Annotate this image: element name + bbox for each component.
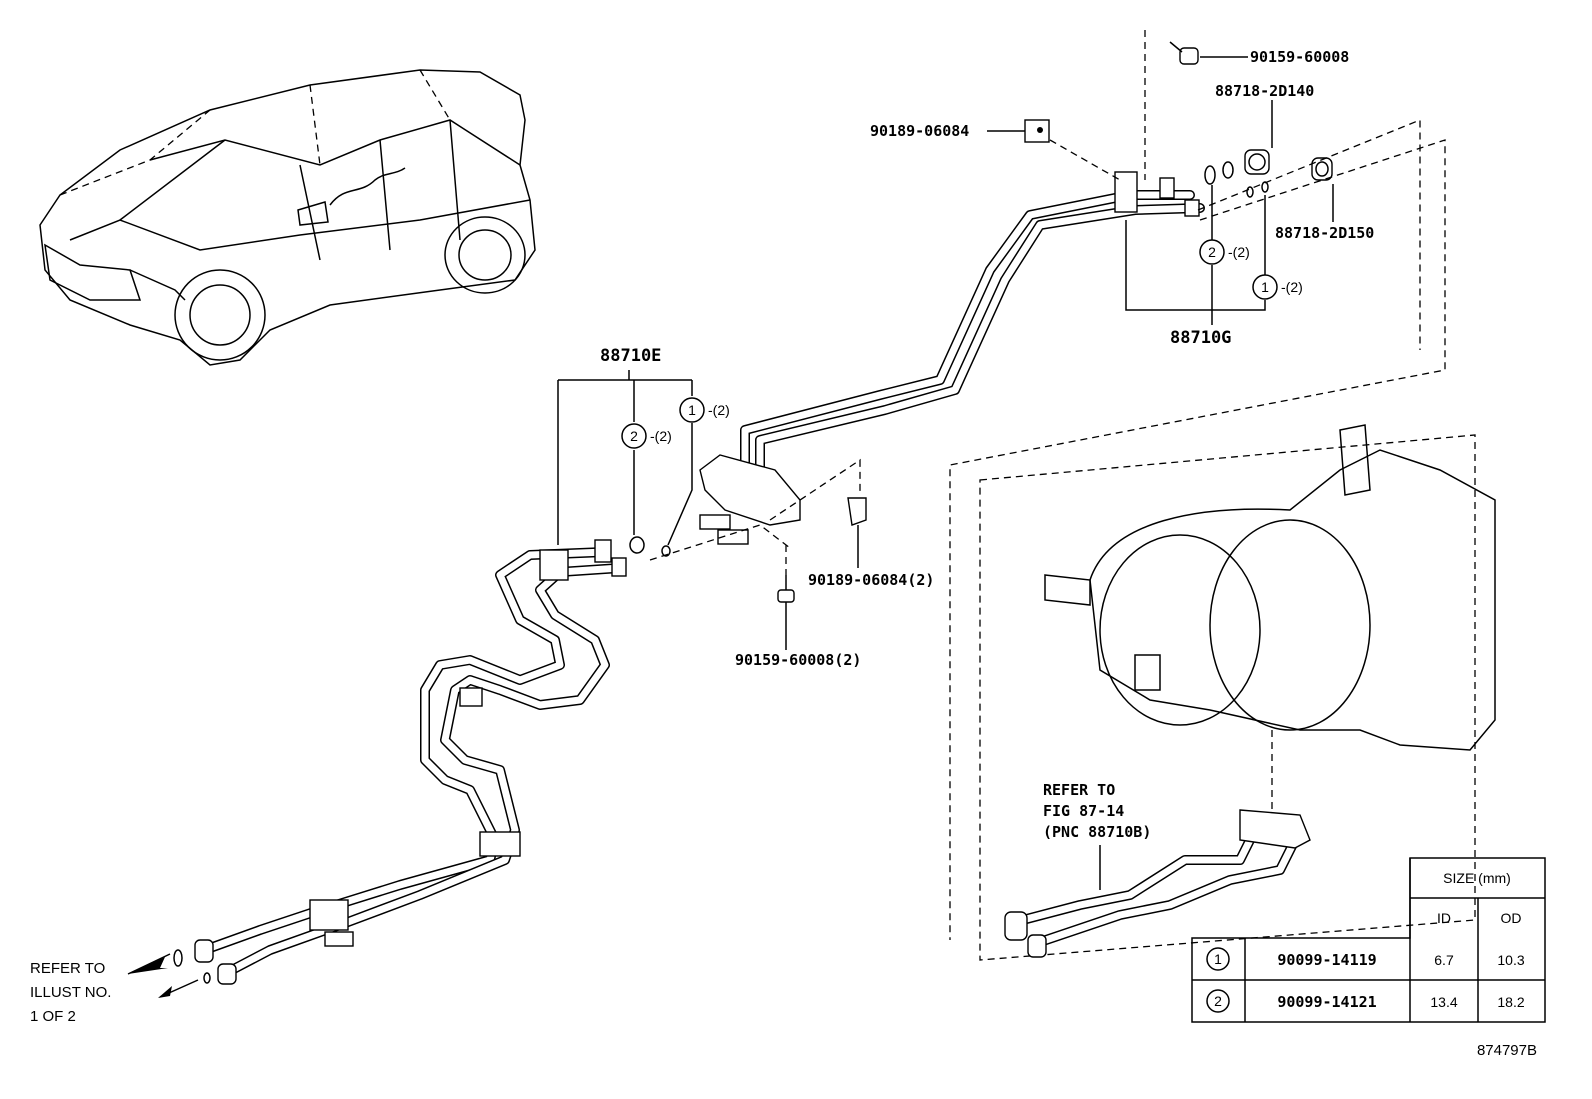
- size-table: SIZE (mm) ID OD 1 90099-14119 6.7 10.3 2…: [1191, 857, 1546, 1023]
- refer-illust-line2: ILLUST NO.: [30, 984, 111, 1001]
- nut-90189-06084-mid-illustration: [847, 497, 867, 526]
- transmission-illustration: [979, 424, 1496, 961]
- o-ring-set-88710e: [173, 536, 671, 984]
- callout-bolt-top: 90159-60008: [1250, 48, 1349, 66]
- size-row-part: 90099-14119: [1277, 951, 1376, 969]
- pipe-88710g-illustration: [699, 171, 1205, 545]
- nut-90189-06084-illustration: [1024, 119, 1050, 143]
- callout-clamp-top: 88718-2D140: [1215, 82, 1314, 100]
- callout-pipe-88710e: 88710E: [600, 346, 661, 366]
- callout-bolt-mid: 90159-60008(2): [735, 651, 861, 669]
- refer-fig-line3: (PNC 88710B): [1043, 823, 1151, 841]
- refer-fig-line2: FIG 87-14: [1043, 802, 1124, 820]
- size-table-row: 1 90099-14119 6.7 10.3: [1206, 947, 1525, 971]
- oring-num: 1: [1261, 279, 1269, 295]
- refer-fig-note: REFER TO FIG 87-14 (PNC 88710B): [1043, 781, 1151, 841]
- oring-num: 2: [1208, 244, 1216, 260]
- size-row-num: 1: [1214, 951, 1222, 967]
- size-table-row: 2 90099-14121 13.4 18.2: [1206, 989, 1525, 1013]
- illustration-id: 874797B: [1477, 1042, 1537, 1059]
- oring-qty: -(2): [650, 428, 672, 444]
- refer-illust-line1: REFER TO: [30, 960, 105, 977]
- size-row-od: 18.2: [1497, 994, 1524, 1010]
- size-row-num: 2: [1214, 993, 1222, 1009]
- size-table-col-id: ID: [1437, 910, 1451, 926]
- vehicle-locator-illustration: [39, 69, 536, 366]
- bolt-90159-60008-mid-illustration: [777, 575, 795, 603]
- oring-num: 2: [630, 428, 638, 444]
- refer-arrows: [127, 953, 199, 998]
- bolt-90159-60008-illustration: [1169, 41, 1199, 65]
- clamp-88718-2d150-illustration: [1311, 157, 1333, 181]
- size-row-id: 6.7: [1434, 952, 1454, 968]
- oring-qty: -(2): [1228, 244, 1250, 260]
- size-row-id: 13.4: [1430, 994, 1457, 1010]
- oring-ref-e-one: 1 -(2): [679, 397, 730, 423]
- size-row-od: 10.3: [1497, 952, 1524, 968]
- clamp-88718-2d140-illustration: [1244, 149, 1270, 175]
- refer-fig-line1: REFER TO: [1043, 781, 1115, 799]
- refer-illust-line3: 1 OF 2: [30, 1008, 76, 1025]
- oring-ref-e-two: 2 -(2): [621, 423, 672, 449]
- callout-pipe-88710g: 88710G: [1170, 328, 1231, 348]
- oring-ref-g-one: 1 -(2): [1252, 274, 1303, 300]
- oring-num: 1: [688, 402, 696, 418]
- o-ring-set-88710g: [1204, 161, 1269, 198]
- pipe-88710e-illustration: [194, 539, 627, 985]
- oring-ref-g-two: 2 -(2): [1199, 239, 1250, 265]
- size-table-header: SIZE (mm): [1443, 870, 1511, 886]
- refer-illust-note: REFER TO ILLUST NO. 1 OF 2: [30, 960, 111, 1025]
- oring-qty: -(2): [708, 402, 730, 418]
- callout-nut-top: 90189-06084: [870, 122, 969, 140]
- oring-qty: -(2): [1281, 279, 1303, 295]
- size-row-part: 90099-14121: [1277, 993, 1376, 1011]
- callout-nut-mid: 90189-06084(2): [808, 571, 934, 589]
- callout-clamp-right: 88718-2D150: [1275, 224, 1374, 242]
- size-table-col-od: OD: [1501, 910, 1522, 926]
